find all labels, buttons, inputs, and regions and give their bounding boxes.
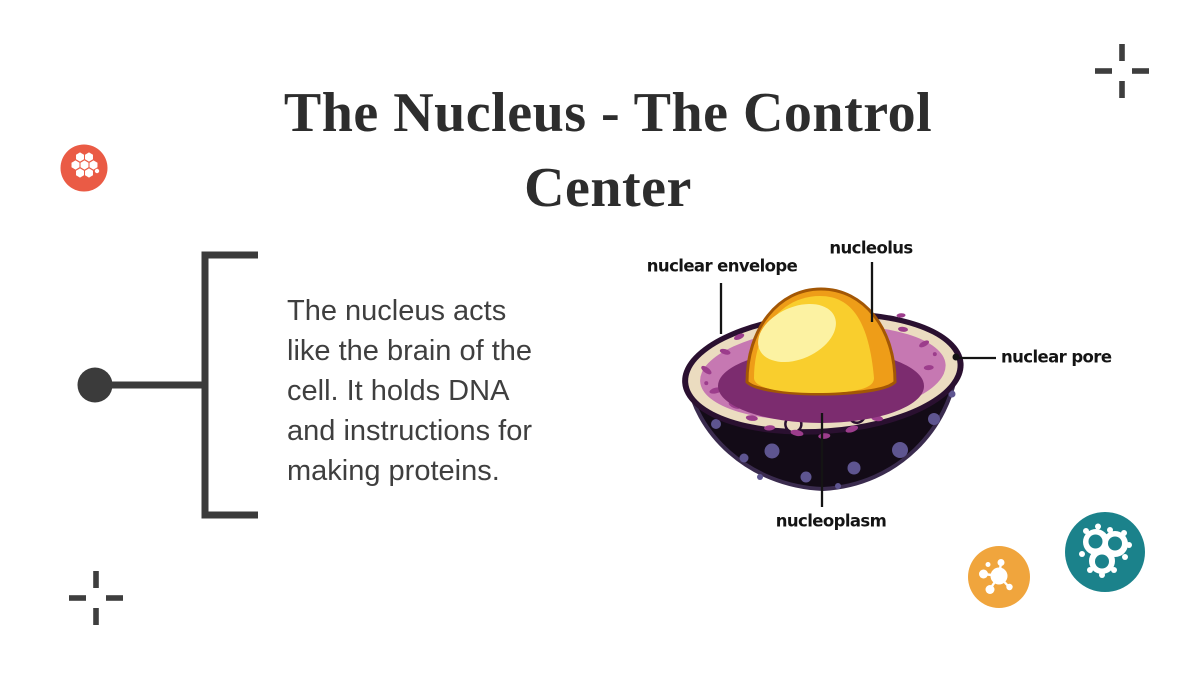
crosshair-plus-icon — [69, 571, 123, 625]
label-nucleoplasm: nucleoplasm — [775, 511, 887, 531]
leader-lines — [719, 262, 996, 507]
bracket-dot — [77, 367, 113, 403]
nucleus-illustration — [682, 262, 996, 507]
bracket-graphic — [77, 251, 258, 519]
label-nuclear-pore: nuclear pore — [1001, 347, 1112, 367]
nucleolus-dome — [745, 287, 897, 396]
label-nuclear-envelope: nuclear envelope — [646, 256, 798, 276]
hexagon-cluster-molecule-icon — [60, 144, 108, 192]
crosshair-plus-icon — [1095, 44, 1149, 98]
label-nucleolus: nucleolus — [829, 238, 913, 258]
hemisphere-dots — [711, 390, 956, 489]
nuclear-pore-dot — [952, 353, 960, 361]
body-text: The nucleus acts like the brain of the c… — [287, 295, 533, 487]
virus-molecule-icon — [968, 546, 1030, 608]
molecule-rings-icon — [1065, 512, 1145, 592]
slide-title: The Nucleus - The Control Center — [283, 82, 933, 219]
